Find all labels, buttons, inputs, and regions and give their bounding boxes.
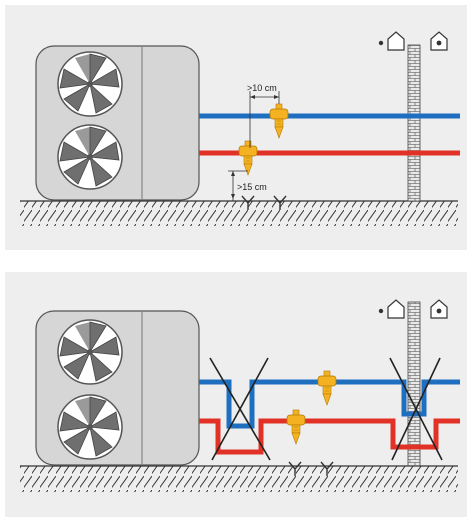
ground-hatch [20, 466, 458, 492]
wall-icon [407, 44, 421, 202]
fan-icon [57, 394, 123, 460]
cross-mark [209, 357, 271, 461]
cross-mark [389, 357, 443, 461]
heat-pump-unit [35, 45, 200, 201]
fan-icon [57, 124, 123, 190]
height-label: >15 cm [237, 182, 267, 192]
ground-hatch [20, 201, 458, 226]
fan-icon [57, 319, 123, 385]
heat-pump-unit [35, 310, 200, 466]
spacing-label: >10 cm [247, 83, 277, 93]
return-pipe [199, 418, 460, 455]
fan-icon [57, 51, 123, 117]
spacing-dimension [249, 91, 280, 148]
height-dimension [228, 170, 248, 201]
panel-incorrect [5, 272, 467, 517]
bullet-dot [378, 40, 384, 46]
bullet-dot [378, 308, 384, 314]
panel-correct: >10 cm >15 cm [5, 5, 467, 250]
wall-icon [407, 301, 421, 467]
